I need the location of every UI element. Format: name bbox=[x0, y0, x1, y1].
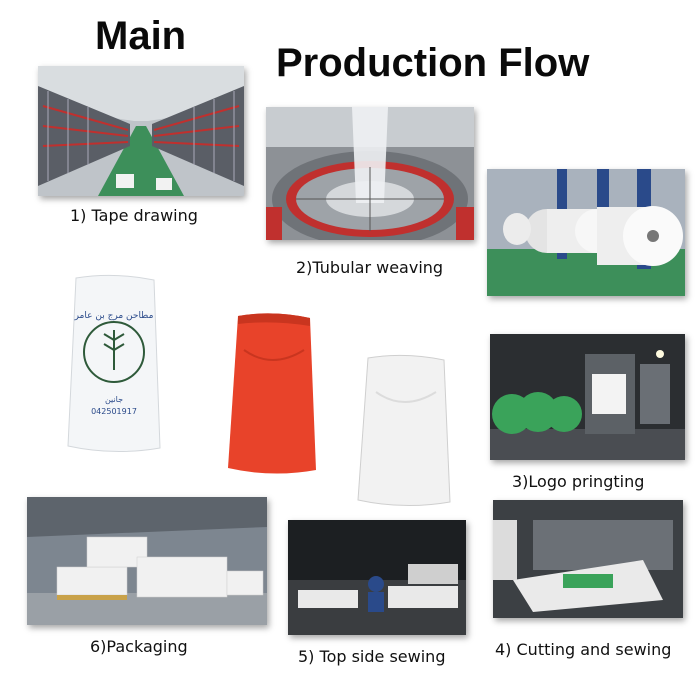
caption-cutting-sewing: 4) Cutting and sewing bbox=[495, 640, 672, 659]
packaging-photo bbox=[27, 497, 267, 625]
top-side-sewing-photo bbox=[288, 520, 466, 635]
bag-bottom-text: جانين bbox=[105, 395, 123, 404]
tubular-weaving-photo bbox=[266, 107, 474, 240]
tape-drawing-photo bbox=[38, 66, 244, 196]
caption-tape-drawing: 1) Tape drawing bbox=[70, 206, 198, 225]
red-bag bbox=[224, 310, 320, 480]
caption-logo-printing: 3)Logo pringting bbox=[512, 472, 645, 491]
caption-top-side-sewing: 5) Top side sewing bbox=[298, 647, 446, 666]
bag-arabic-brand: مطاحن مرج بن عامر bbox=[74, 311, 154, 321]
cutting-sewing-photo bbox=[493, 500, 683, 618]
bag-phone: 042501917 bbox=[91, 407, 137, 416]
title-production-flow: Production Flow bbox=[276, 41, 590, 85]
plain-white-bag bbox=[352, 352, 456, 510]
printed-white-bag: مطاحن مرج بن عامر جانين 042501917 bbox=[64, 270, 164, 458]
title-main: Main bbox=[95, 14, 187, 58]
caption-packaging: 6)Packaging bbox=[90, 637, 188, 656]
caption-tubular-weaving: 2)Tubular weaving bbox=[296, 258, 444, 277]
fabric-rolls-photo bbox=[487, 169, 685, 296]
logo-printing-photo bbox=[490, 334, 685, 460]
